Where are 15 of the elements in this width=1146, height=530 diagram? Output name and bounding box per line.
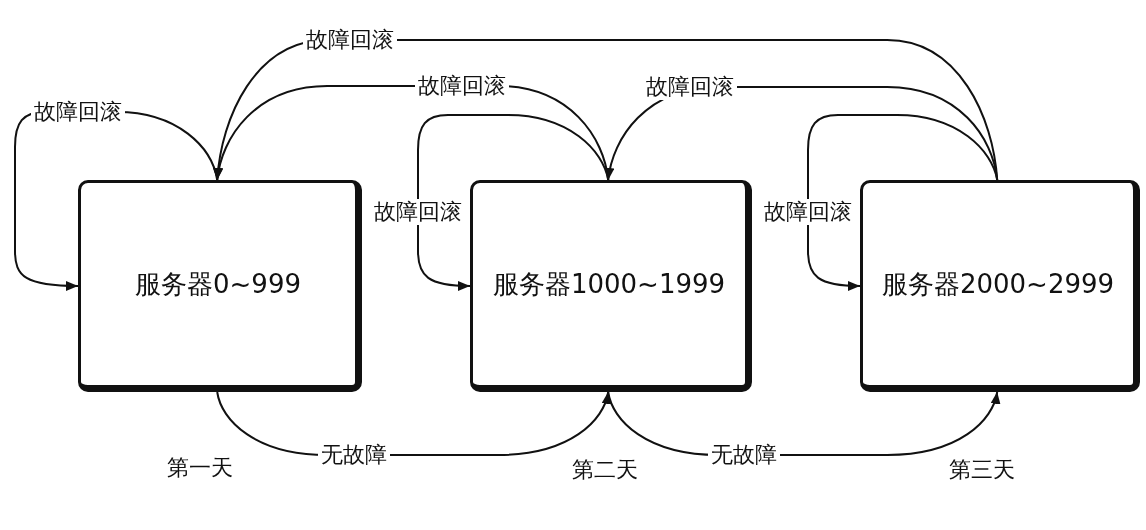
edge-label: 故障回滚 — [371, 199, 465, 225]
day-label: 第二天 — [572, 457, 638, 483]
server-box: 服务器2000~2999 — [860, 180, 1140, 392]
server-box: 服务器0~999 — [78, 180, 362, 392]
edge-label: 故障回滚 — [302, 27, 397, 53]
arrow — [417, 114, 610, 291]
edge-label: 故障回滚 — [761, 199, 855, 225]
edge-label: 故障回滚 — [414, 73, 509, 99]
arrow — [807, 114, 999, 291]
edge-label: 故障回滚 — [31, 99, 125, 125]
day-label: 第一天 — [167, 455, 233, 481]
day-label: 第三天 — [949, 457, 1015, 483]
edge-label: 无故障 — [318, 442, 390, 468]
server-box: 服务器1000~1999 — [470, 180, 752, 392]
edge-label: 无故障 — [708, 442, 781, 468]
